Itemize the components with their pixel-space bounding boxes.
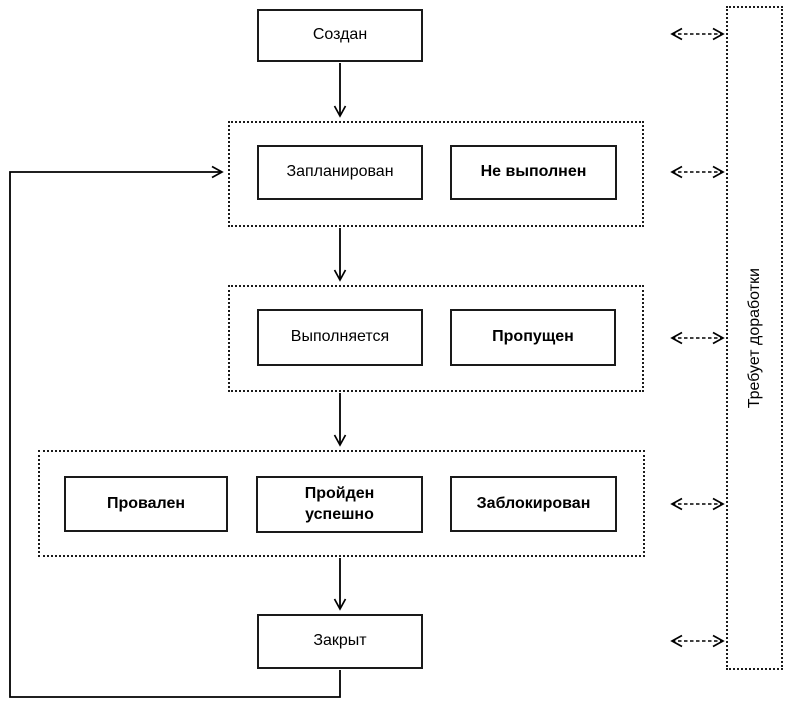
state-label-created: Создан <box>312 26 368 44</box>
state-label-passed: Пройден успешно <box>305 484 375 526</box>
state-label-passed-line2: успешно <box>305 505 374 523</box>
state-label-skipped: Пропущен <box>492 328 574 346</box>
state-box-executing: Выполняется <box>257 309 423 366</box>
state-box-skipped: Пропущен <box>450 309 616 366</box>
rework-panel-label: Требует доработки <box>745 267 763 409</box>
group-planned <box>228 121 644 227</box>
state-box-planned: Запланирован <box>257 145 423 200</box>
state-box-created: Создан <box>257 9 423 62</box>
state-label-blocked: Заблокирован <box>476 494 591 512</box>
group-executing <box>228 285 644 392</box>
state-label-closed: Закрыт <box>313 632 367 650</box>
state-label-executing: Выполняется <box>290 328 390 346</box>
state-box-failed: Провален <box>64 476 228 532</box>
state-box-not-executed: Не выполнен <box>450 145 617 200</box>
state-box-passed: Пройден успешно <box>256 476 423 533</box>
state-label-planned: Запланирован <box>286 163 394 181</box>
state-label-failed: Провален <box>106 494 186 512</box>
state-label-not-executed: Не выполнен <box>480 163 587 181</box>
state-box-closed: Закрыт <box>257 614 423 669</box>
state-label-passed-line1: Пройден <box>304 484 375 502</box>
state-box-blocked: Заблокирован <box>450 476 617 532</box>
rework-panel: Требует доработки <box>726 6 783 670</box>
group-results <box>38 450 645 557</box>
